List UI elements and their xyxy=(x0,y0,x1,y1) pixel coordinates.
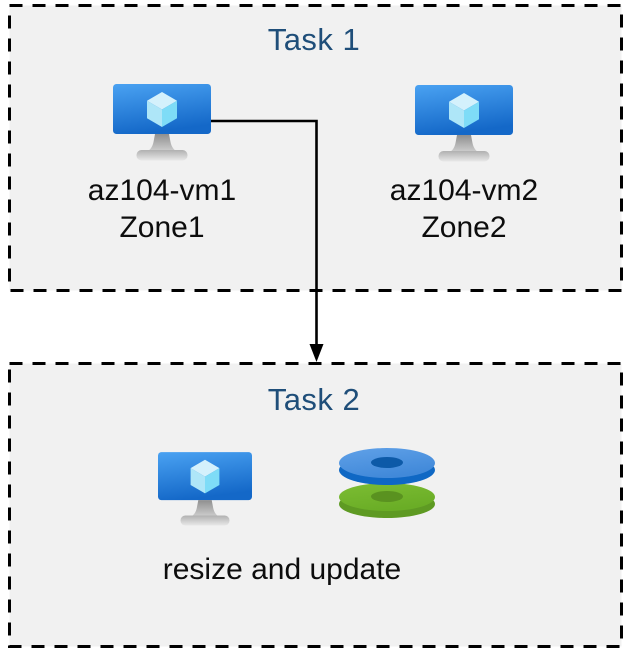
vm1-name: az104-vm1 xyxy=(87,174,237,207)
vm2-label: az104-vm2 Zone2 xyxy=(344,172,584,246)
vm1-virtual-machine-icon xyxy=(113,84,211,161)
task2-caption: resize and update xyxy=(162,553,402,586)
vm2-name: az104-vm2 xyxy=(389,174,539,207)
vm2-zone: Zone2 xyxy=(421,211,507,244)
vm2-virtual-machine-icon xyxy=(415,85,513,162)
vm1-zone: Zone1 xyxy=(119,211,205,244)
task2-box xyxy=(8,362,623,648)
task2-title: Task 2 xyxy=(267,382,361,417)
vm1-label: az104-vm1 Zone1 xyxy=(42,172,282,246)
task2-virtual-machine-icon xyxy=(158,452,252,526)
task1-title: Task 1 xyxy=(267,22,361,57)
flow-arrow xyxy=(211,119,324,362)
managed-disks-icon xyxy=(339,448,435,518)
